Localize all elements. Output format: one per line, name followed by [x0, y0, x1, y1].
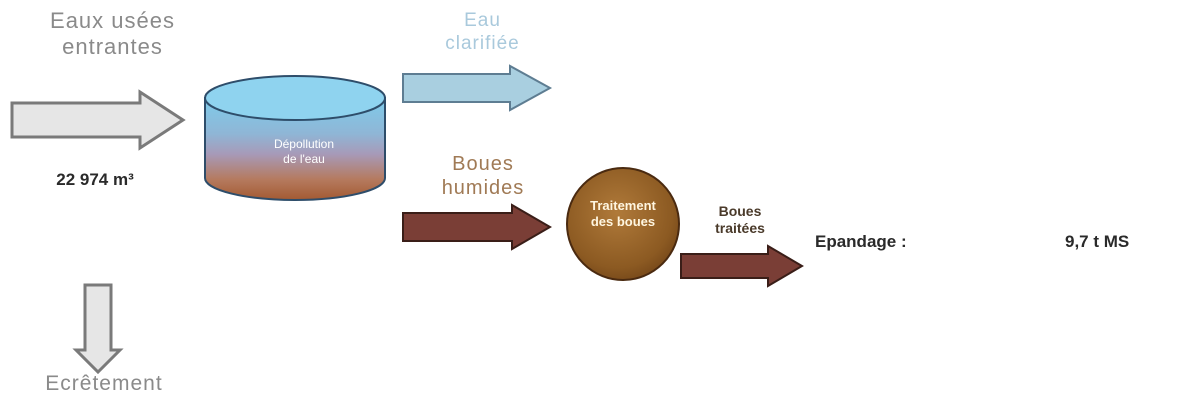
- tank-label-line2: de l'eau: [283, 152, 325, 166]
- tank-label: Dépollution de l'eau: [226, 137, 382, 167]
- treated-label-line1: Boues: [718, 203, 762, 219]
- treatment-label-line1: Traitement: [590, 198, 656, 213]
- treated-sludge-arrow: [680, 244, 804, 288]
- treatment-label-line2: des boues: [590, 214, 656, 230]
- clarified-label-line1: Eau: [464, 10, 501, 31]
- sludge-treatment-label: Traitement des boues: [563, 198, 683, 231]
- incoming-label-line1: Eaux usées: [50, 8, 175, 33]
- wet-sludge-label: Boues humides: [418, 152, 548, 200]
- spreading-label: Epandage :: [815, 232, 907, 251]
- overflow-arrow: [72, 283, 124, 375]
- treated-sludge-label: Boues traitées: [695, 203, 785, 237]
- spreading-value: 9,7 t MS: [1065, 232, 1130, 251]
- incoming-volume: 22 974 m³: [56, 170, 134, 189]
- incoming-arrow: [10, 89, 186, 151]
- incoming-wastewater-label: Eaux usées entrantes: [20, 8, 205, 61]
- tank-label-line1: Dépollution: [273, 137, 335, 151]
- treatment-tank: [204, 75, 386, 201]
- clarified-water-arrow: [402, 64, 553, 112]
- clarified-water-label: Eau clarifiée: [415, 10, 550, 56]
- incoming-label-line2: entrantes: [62, 34, 163, 60]
- wet-sludge-label-line1: Boues: [452, 153, 514, 175]
- treated-label-line2: traitées: [715, 219, 765, 236]
- sludge-treatment-circle: [566, 167, 680, 281]
- overflow-label: Ecrêtement: [45, 372, 163, 395]
- wet-sludge-label-line2: humides: [441, 177, 525, 199]
- wet-sludge-arrow: [402, 203, 552, 251]
- clarified-label-line2: clarifiée: [445, 32, 520, 54]
